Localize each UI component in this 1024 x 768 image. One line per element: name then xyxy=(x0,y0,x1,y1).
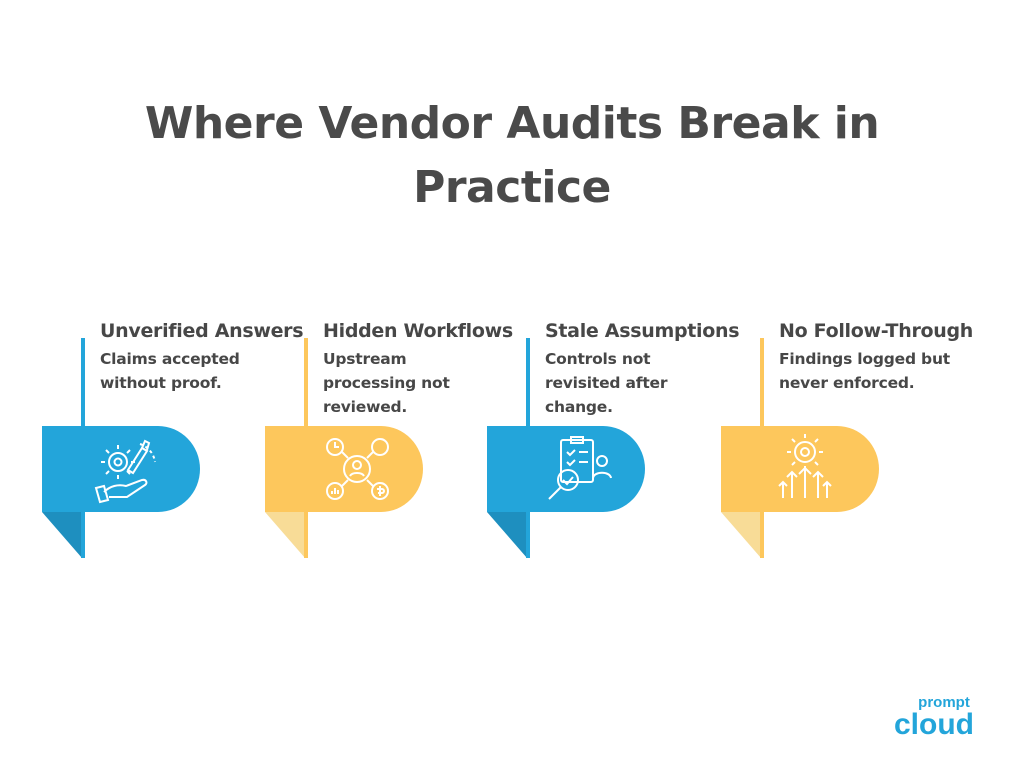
card-heading: Hidden Workflows xyxy=(323,320,513,342)
card-description: Claims accepted without proof. xyxy=(100,350,240,392)
clipboard-magnifier-icon xyxy=(548,436,612,500)
card-description: Controls not revisited after change. xyxy=(545,350,668,416)
logo-mark: prompt cloud xyxy=(894,694,974,741)
logo-top-text: prompt xyxy=(918,694,970,711)
gear-arrows-up-icon xyxy=(778,434,832,498)
workflow-network-icon xyxy=(326,438,389,500)
card-heading: Unverified Answers xyxy=(100,320,304,342)
gear-wrench-hand-icon xyxy=(94,439,156,504)
logo-bottom-text: cloud xyxy=(894,708,974,740)
page-title: Where Vendor Audits Break in Practice xyxy=(144,98,880,213)
card-description: Findings logged but never enforced. xyxy=(779,350,950,392)
card-heading: Stale Assumptions xyxy=(545,320,740,342)
card-description: Upstream processing not reviewed. xyxy=(323,350,450,416)
card-heading: No Follow-Through xyxy=(779,320,974,342)
promptcloud-logo: prompt cloud xyxy=(880,690,1000,741)
